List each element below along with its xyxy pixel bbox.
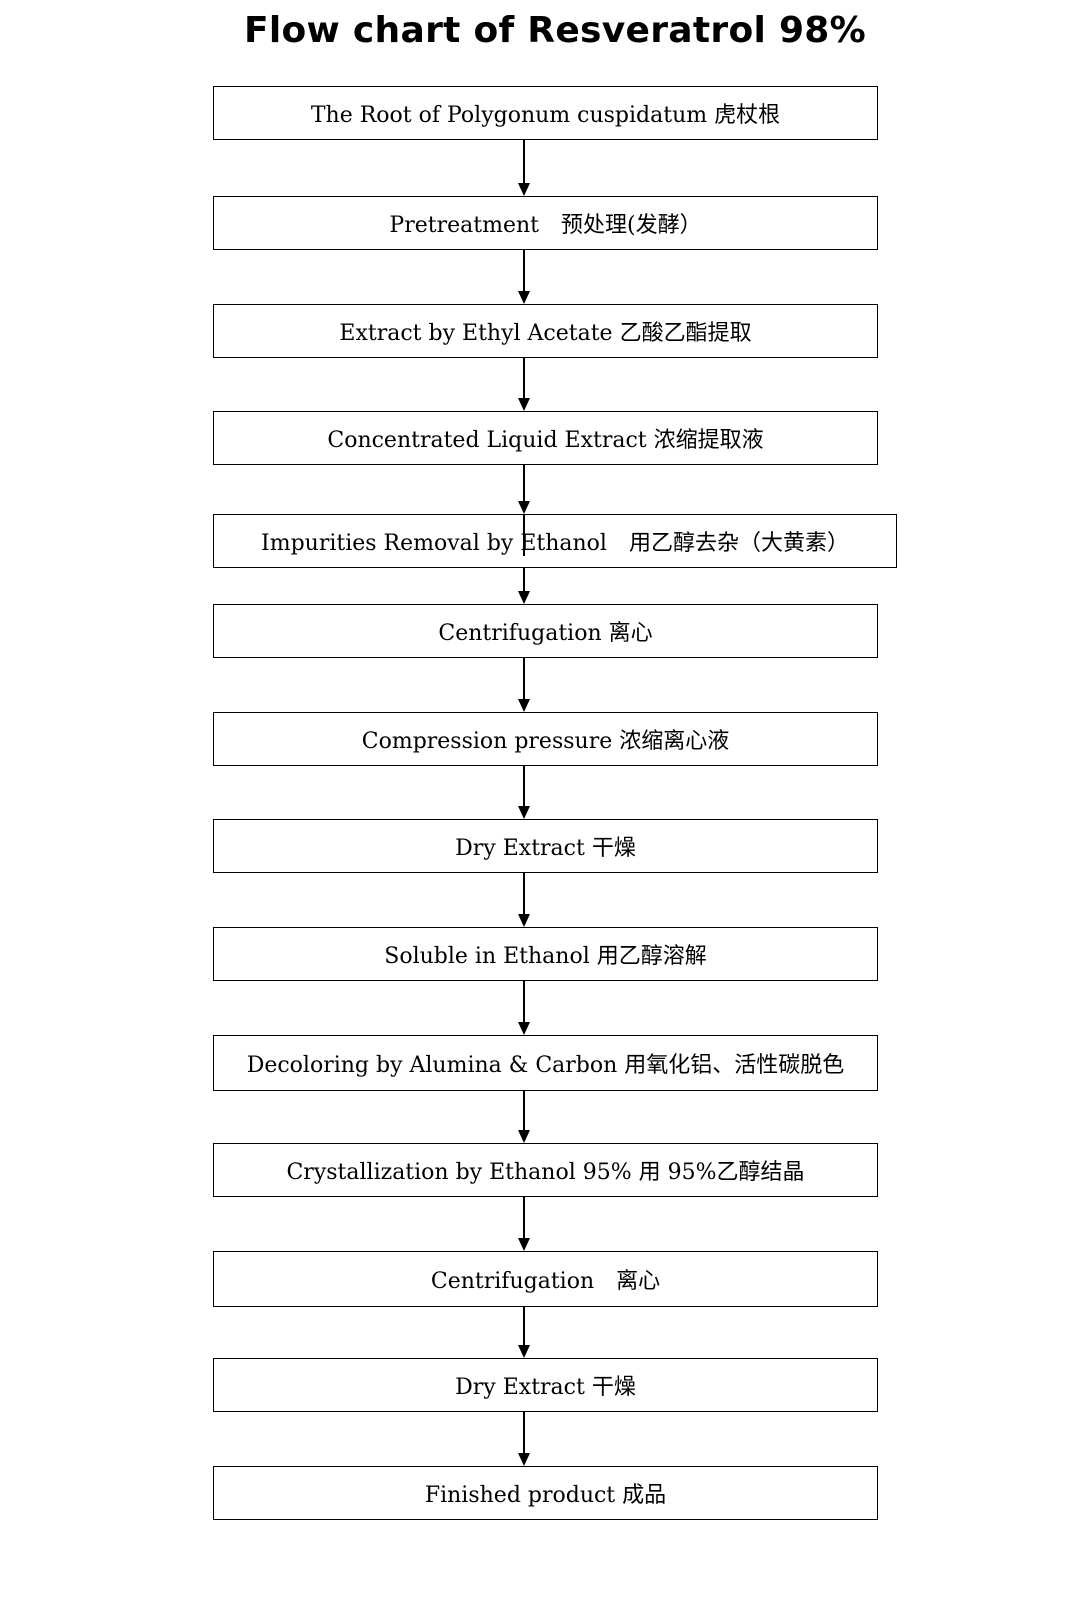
flow-arrow-head xyxy=(518,291,530,304)
flow-arrow-line xyxy=(523,140,525,184)
process-step-label: Compression pressure 浓缩离心液 xyxy=(361,729,730,754)
process-step-label: Impurities Removal by Ethanol 用乙醇去杂（大黄素） xyxy=(261,531,849,556)
process-step-label: Concentrated Liquid Extract 浓缩提取液 xyxy=(327,428,764,453)
process-step-label: Centrifugation 离心 xyxy=(430,1269,661,1294)
flow-arrow-head xyxy=(518,591,530,604)
process-step-box: The Root of Polygonum cuspidatum 虎杖根 xyxy=(213,86,878,140)
flow-arrow-line xyxy=(523,514,525,556)
flow-arrow-line xyxy=(523,658,525,700)
flow-arrow-line xyxy=(523,766,525,807)
flow-arrow-head xyxy=(518,1130,530,1143)
flow-arrow-head xyxy=(518,501,530,514)
flow-arrow-head xyxy=(518,183,530,196)
flow-arrow-head xyxy=(518,1022,530,1035)
flow-arrow-line xyxy=(523,873,525,915)
process-step-box: Decoloring by Alumina & Carbon 用氧化铝、活性碳脱… xyxy=(213,1035,878,1091)
process-step-label: The Root of Polygonum cuspidatum 虎杖根 xyxy=(310,103,781,128)
process-step-box: Extract by Ethyl Acetate 乙酸乙酯提取 xyxy=(213,304,878,358)
process-step-box: Centrifugation 离心 xyxy=(213,1251,878,1307)
flow-arrow-head xyxy=(518,806,530,819)
flow-arrow-head xyxy=(518,1345,530,1358)
page-title: Flow chart of Resveratrol 98% xyxy=(243,10,867,51)
process-step-box: Compression pressure 浓缩离心液 xyxy=(213,712,878,766)
flow-arrow-line xyxy=(523,1197,525,1239)
process-step-label: Crystallization by Ethanol 95% 用 95%乙醇结晶 xyxy=(286,1160,805,1185)
process-step-label: Extract by Ethyl Acetate 乙酸乙酯提取 xyxy=(339,321,752,346)
process-step-box: Crystallization by Ethanol 95% 用 95%乙醇结晶 xyxy=(213,1143,878,1197)
process-step-box: Concentrated Liquid Extract 浓缩提取液 xyxy=(213,411,878,465)
flow-arrow-head xyxy=(518,1453,530,1466)
flow-arrow-line xyxy=(523,1307,525,1346)
flow-arrow-head xyxy=(518,398,530,411)
process-step-label: Soluble in Ethanol 用乙醇溶解 xyxy=(384,944,707,969)
process-step-label: Centrifugation 离心 xyxy=(438,621,653,646)
flow-arrow-head xyxy=(518,1238,530,1251)
flow-arrow-line xyxy=(523,358,525,399)
flow-arrow-line xyxy=(523,1412,525,1454)
process-step-box: Centrifugation 离心 xyxy=(213,604,878,658)
process-step-box: Dry Extract 干燥 xyxy=(213,1358,878,1412)
process-step-label: Decoloring by Alumina & Carbon 用氧化铝、活性碳脱… xyxy=(246,1053,845,1078)
process-step-label: Finished product 成品 xyxy=(424,1483,667,1508)
process-step-box: Impurities Removal by Ethanol 用乙醇去杂（大黄素） xyxy=(213,514,897,568)
flow-arrow-line xyxy=(523,250,525,292)
flow-arrow-line xyxy=(523,465,525,502)
flow-arrow-line xyxy=(523,1091,525,1131)
process-step-label: Dry Extract 干燥 xyxy=(455,836,636,861)
process-step-box: Pretreatment 预处理(发酵） xyxy=(213,196,878,250)
flow-arrow-line xyxy=(523,981,525,1023)
process-step-box: Finished product 成品 xyxy=(213,1466,878,1520)
flow-arrow-line xyxy=(523,568,525,592)
process-step-box: Dry Extract 干燥 xyxy=(213,819,878,873)
flow-arrow-head xyxy=(518,699,530,712)
process-step-box: Soluble in Ethanol 用乙醇溶解 xyxy=(213,927,878,981)
flow-arrow-head xyxy=(518,914,530,927)
process-step-label: Pretreatment 预处理(发酵） xyxy=(389,213,702,238)
process-step-label: Dry Extract 干燥 xyxy=(455,1375,636,1400)
